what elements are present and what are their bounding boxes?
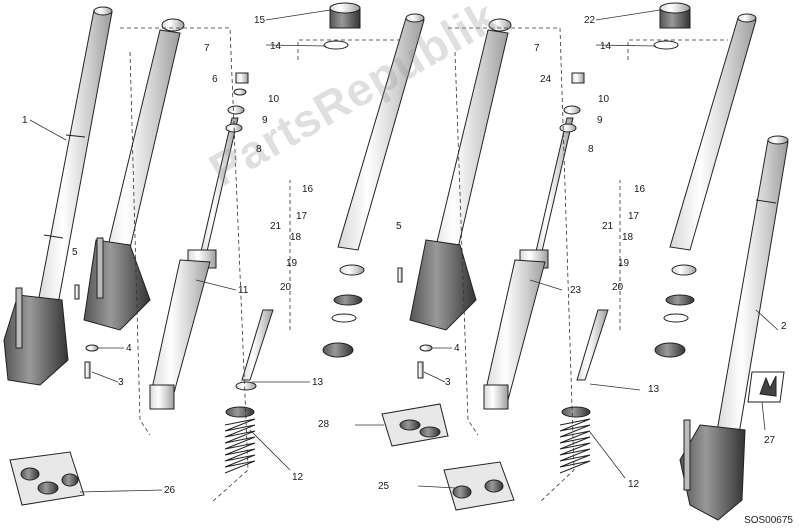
callout-17-right: 17 bbox=[628, 211, 640, 222]
callout-15: 15 bbox=[254, 15, 266, 26]
callout-12: 12 bbox=[292, 472, 304, 483]
callout-9: 9 bbox=[262, 115, 268, 126]
callout-9-right: 9 bbox=[597, 115, 603, 126]
callout-20: 20 bbox=[280, 282, 292, 293]
axle-bolts bbox=[74, 267, 433, 379]
callout-12-right: 12 bbox=[628, 479, 640, 490]
inner-tube-right bbox=[654, 13, 757, 358]
callout-28: 28 bbox=[318, 419, 330, 430]
outer-tube-right bbox=[409, 18, 512, 331]
callout-16-right: 16 bbox=[634, 184, 646, 195]
callout-27: 27 bbox=[764, 435, 776, 446]
callout-1: 1 bbox=[22, 115, 28, 126]
callout-5: 5 bbox=[72, 247, 78, 258]
inner-tube-center bbox=[322, 13, 425, 358]
callout-18-right: 18 bbox=[622, 232, 634, 243]
spring-right bbox=[559, 309, 609, 474]
fork-cap-left bbox=[323, 2, 361, 50]
callout-16: 16 bbox=[302, 184, 314, 195]
callout-23: 23 bbox=[570, 285, 582, 296]
outer-tube bbox=[83, 18, 185, 331]
callout-8-right: 8 bbox=[588, 144, 594, 155]
callout-7: 7 bbox=[204, 43, 210, 54]
callout-20-right: 20 bbox=[612, 282, 624, 293]
damper-cartridge bbox=[149, 117, 239, 410]
callout-3-right: 3 bbox=[445, 377, 451, 388]
pad-28 bbox=[381, 403, 449, 447]
callout-17: 17 bbox=[296, 211, 308, 222]
fork-cap-right bbox=[653, 2, 691, 50]
callout-26: 26 bbox=[164, 485, 176, 496]
callout-2: 2 bbox=[781, 321, 787, 332]
callout-7-right: 7 bbox=[534, 43, 540, 54]
callout-18: 18 bbox=[290, 232, 302, 243]
callout-10-right: 10 bbox=[598, 94, 610, 105]
fork-leg-left bbox=[3, 6, 113, 386]
callout-4-right: 4 bbox=[454, 343, 460, 354]
leader-lines bbox=[29, 9, 779, 503]
callout-13: 13 bbox=[312, 377, 324, 388]
pad-26 bbox=[9, 451, 85, 506]
callout-14: 14 bbox=[270, 41, 282, 52]
callout-3: 3 bbox=[118, 377, 124, 388]
callout-11: 11 bbox=[238, 285, 249, 296]
callout-24: 24 bbox=[540, 74, 552, 85]
callout-13-right: 13 bbox=[648, 384, 660, 395]
spring-left bbox=[224, 309, 274, 474]
sticker-27 bbox=[747, 371, 785, 403]
callout-10: 10 bbox=[268, 94, 280, 105]
diagram-code: SOS00675 bbox=[744, 515, 793, 526]
callout-25: 25 bbox=[378, 481, 390, 492]
callout-4: 4 bbox=[126, 343, 132, 354]
callout-5-right: 5 bbox=[396, 221, 402, 232]
pad-25 bbox=[443, 461, 515, 511]
damper-cartridge-right bbox=[483, 72, 585, 410]
fork-leg-right bbox=[679, 135, 789, 521]
callout-19-right: 19 bbox=[618, 258, 630, 269]
callout-6: 6 bbox=[212, 74, 218, 85]
callout-21: 21 bbox=[270, 221, 282, 232]
callout-8: 8 bbox=[256, 144, 262, 155]
callout-14-right: 14 bbox=[600, 41, 612, 52]
callout-22: 22 bbox=[584, 15, 596, 26]
callout-19: 19 bbox=[286, 258, 298, 269]
callout-21-right: 21 bbox=[602, 221, 614, 232]
